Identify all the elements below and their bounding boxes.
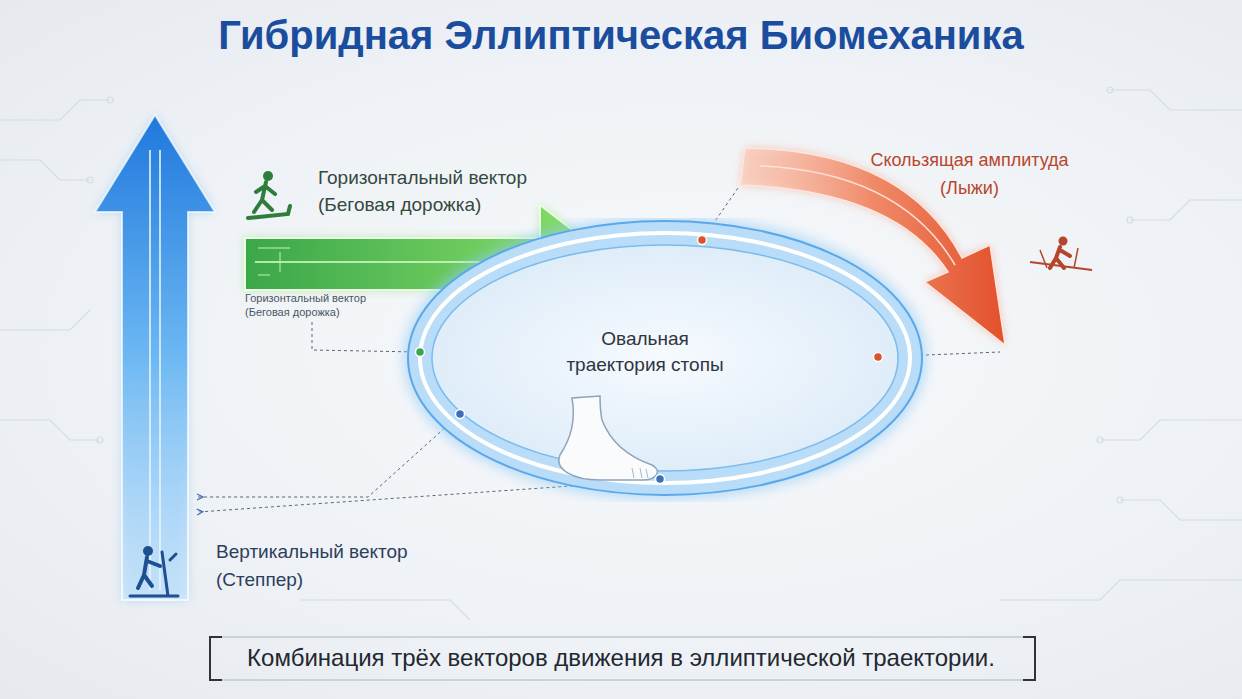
icon-base (248, 206, 290, 218)
icon-body (138, 557, 160, 588)
circuit-node (1097, 437, 1103, 443)
leader-line (198, 416, 458, 497)
circuit-node (1107, 87, 1113, 93)
circuit-node (97, 437, 103, 443)
icon-head (143, 546, 153, 556)
arrow-glow (95, 115, 215, 600)
icon-body (1050, 247, 1070, 268)
icon-skis (1030, 262, 1092, 270)
circuit-node (1127, 217, 1133, 223)
treadmill-icon (248, 171, 290, 218)
icon-head (263, 171, 273, 181)
icon-head (1059, 237, 1068, 246)
circuit-pattern (0, 87, 1242, 620)
circuit-line (0, 420, 100, 440)
vector-label: Вертикальный вектор (Степпер) (216, 538, 431, 594)
ring-inner-edge (432, 245, 898, 471)
circuit-line (1000, 580, 1242, 600)
ring-outer-edge (408, 221, 922, 495)
callout-label: Горизонтальный вектор (Беговая дорожка) (245, 291, 380, 319)
leader-lines (198, 188, 1000, 512)
ring-fill (432, 245, 898, 471)
arrow-detail (258, 248, 290, 275)
trajectory-ellipse: Овальная траектория стопы (395, 218, 935, 502)
icon-body (254, 182, 275, 212)
node-label: Овальная траектория стопы (555, 326, 735, 378)
circuit-line (1100, 420, 1242, 440)
vertical-arrow (95, 115, 215, 600)
icon-machine (130, 552, 178, 596)
vector-label: Скользящая амплитуда (Лыжи) (862, 146, 1077, 202)
vector-label: Горизонтальный вектор (Беговая дорожка) (318, 164, 558, 218)
circuit-node (87, 177, 93, 183)
circuit-line (1130, 200, 1242, 220)
ring-band (420, 233, 910, 483)
arrow-highlight (150, 150, 160, 590)
circuit-line (0, 310, 90, 330)
skier-icon (1030, 237, 1092, 271)
ring-glow (420, 233, 910, 483)
circuit-line (1110, 90, 1242, 110)
circuit-node (1117, 497, 1123, 503)
circuit-line (0, 160, 90, 180)
circuit-line (0, 100, 110, 120)
icon-poles (1040, 248, 1078, 268)
ring-highlight (420, 233, 910, 483)
circuit-node (107, 97, 113, 103)
leader-line (312, 322, 418, 352)
diagram-title: Гибридная Эллиптическая Биомеханика (0, 10, 1242, 60)
circuit-line (300, 600, 470, 620)
circuit-line (1120, 500, 1242, 520)
stepper-icon (130, 546, 178, 596)
arrow-body (95, 115, 215, 600)
diagram-caption: Комбинация трёх векторов движения в элли… (0, 641, 1242, 675)
